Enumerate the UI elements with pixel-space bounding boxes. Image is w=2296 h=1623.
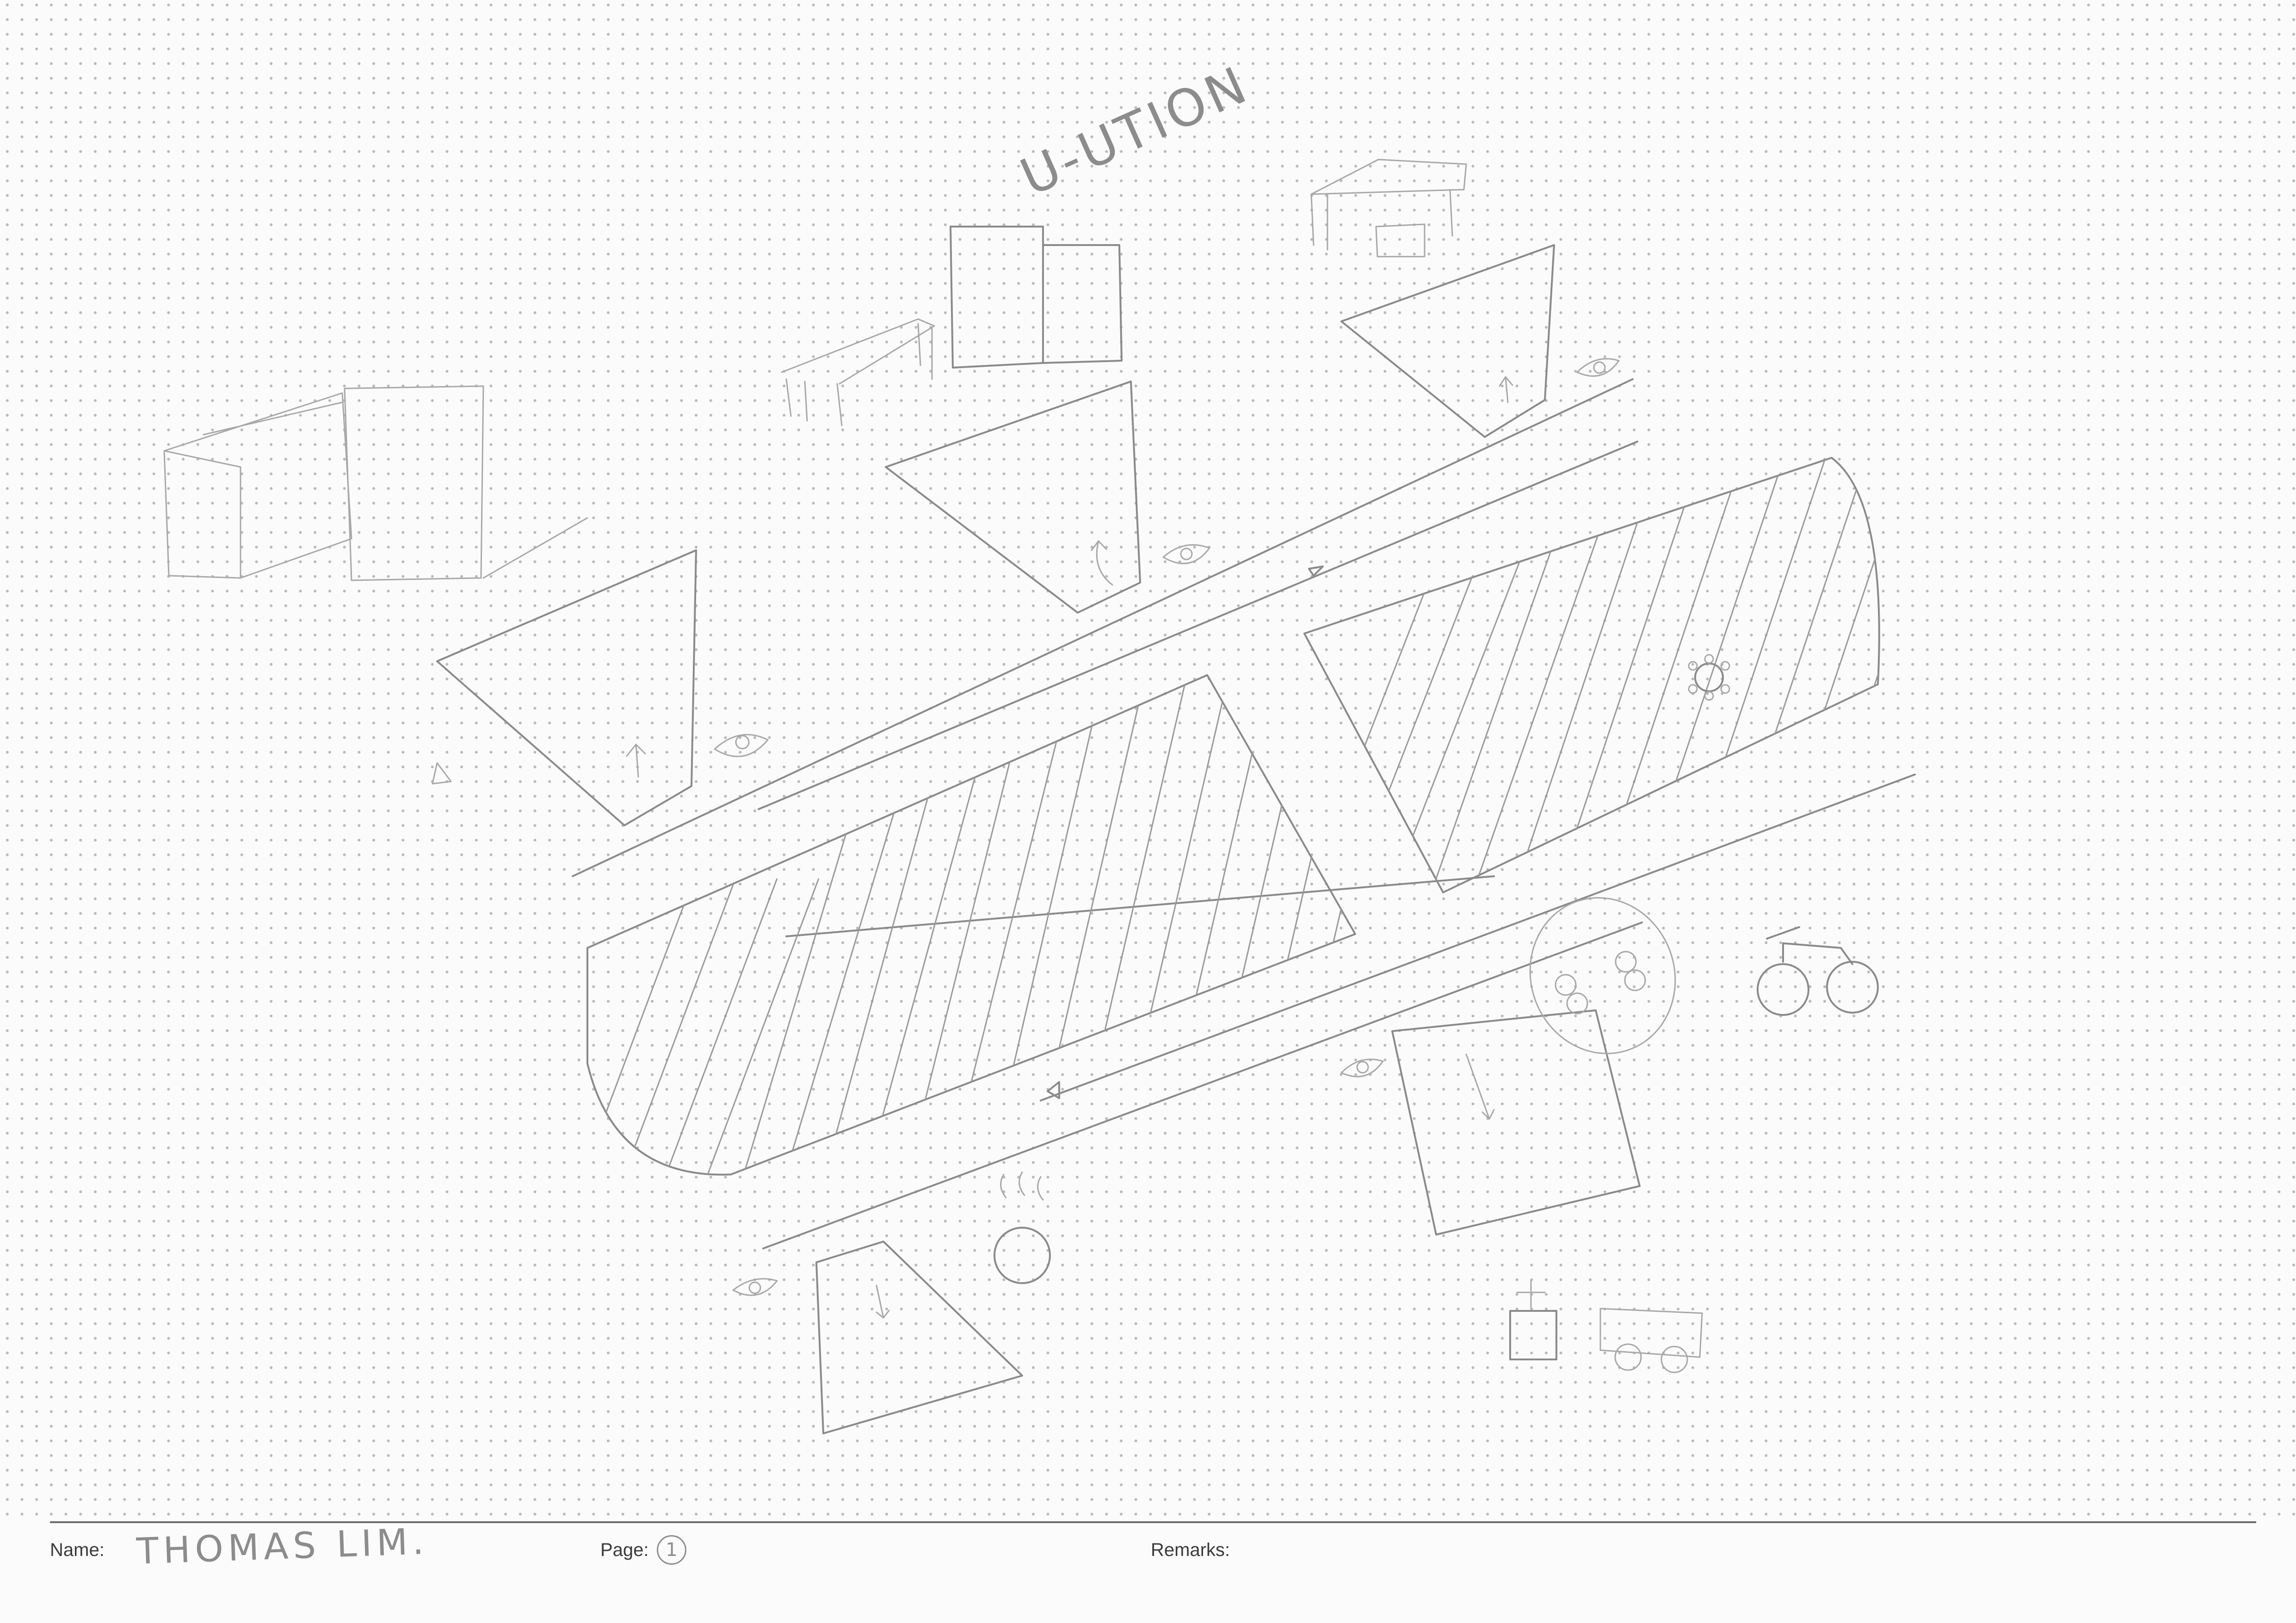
remarks-label: Remarks: xyxy=(1151,1540,1230,1561)
table-icon xyxy=(1689,655,1729,700)
arrow-icon xyxy=(432,377,1512,1318)
page-number-circled: 1 xyxy=(657,1535,686,1565)
name-label: Name: xyxy=(50,1540,105,1561)
hatched-area-right xyxy=(1295,439,1957,925)
cart-icon xyxy=(1600,1309,1702,1372)
page-label: Page: xyxy=(600,1540,649,1561)
seating-circle xyxy=(1508,877,1697,1074)
path-lines xyxy=(573,379,1915,1248)
block-sketches xyxy=(164,160,1466,580)
eye-icon xyxy=(715,359,1619,1295)
hatched-area-left xyxy=(555,647,1443,1248)
bench-icon xyxy=(1510,1281,1556,1359)
planes xyxy=(437,245,1640,1433)
bicycle-icon xyxy=(1758,927,1878,1015)
steaming-bowl-icon xyxy=(994,1172,1050,1283)
